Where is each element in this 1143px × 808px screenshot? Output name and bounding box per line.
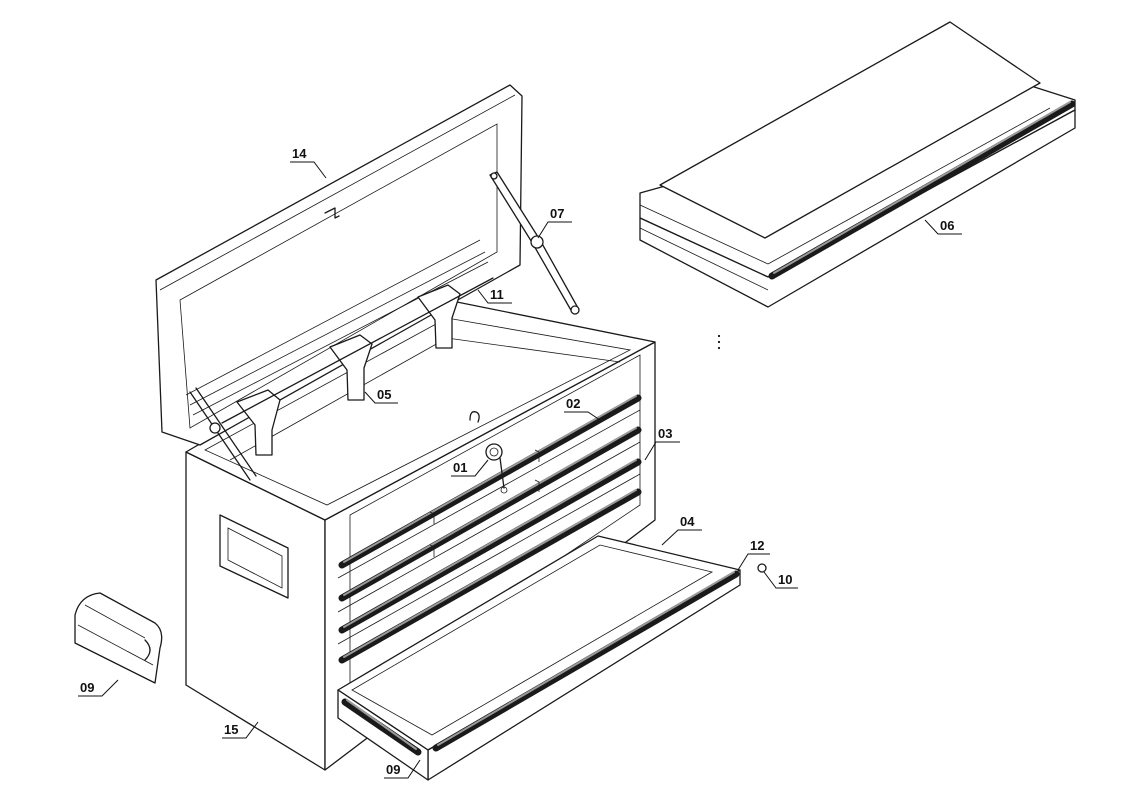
lock-01 [485,443,508,494]
handle-cover-09 [74,592,163,684]
callout-03: 03 [644,426,680,461]
callout-15: 15 [222,721,259,739]
lid-stay-left [189,387,257,481]
callout-label-10: 10 [778,572,792,587]
drawer-fronts [337,394,642,664]
callout-11: 11 [477,287,512,304]
side-handle [219,514,289,599]
callout-label-07: 07 [550,206,564,221]
callout-label-05: 05 [377,387,391,402]
callout-01: 01 [451,459,489,477]
callout-label-11: 11 [490,287,504,302]
open-drawer-04 [337,535,741,781]
callout-07: 07 [537,206,572,239]
callout-label-15: 15 [224,722,238,737]
dotted-marker [717,334,721,350]
callout-10: 10 [763,571,798,589]
callout-04: 04 [661,514,702,546]
callout-label-02: 02 [566,396,580,411]
callout-09-cover: 09 [78,679,119,697]
callout-06: 06 [924,218,962,235]
callout-14: 14 [290,146,327,179]
callout-label-04: 04 [680,514,695,529]
lid-stay-07 [489,171,580,315]
callout-label-09-cover: 09 [80,680,94,695]
callout-05: 05 [364,387,398,404]
drawer-assembly-06 [639,21,1076,308]
callout-label-01: 01 [453,460,467,475]
callout-09-drawer: 09 [384,759,421,779]
callout-12: 12 [737,538,770,571]
lid-14 [155,84,523,446]
callout-02: 02 [564,396,601,421]
callout-label-03: 03 [658,426,672,441]
callout-label-06: 06 [940,218,954,233]
tray-bar-11 [221,277,494,424]
callout-label-14: 14 [292,146,307,161]
callout-label-09-drawer: 09 [386,762,400,777]
bumper-10 [757,563,767,573]
callout-label-12: 12 [750,538,764,553]
